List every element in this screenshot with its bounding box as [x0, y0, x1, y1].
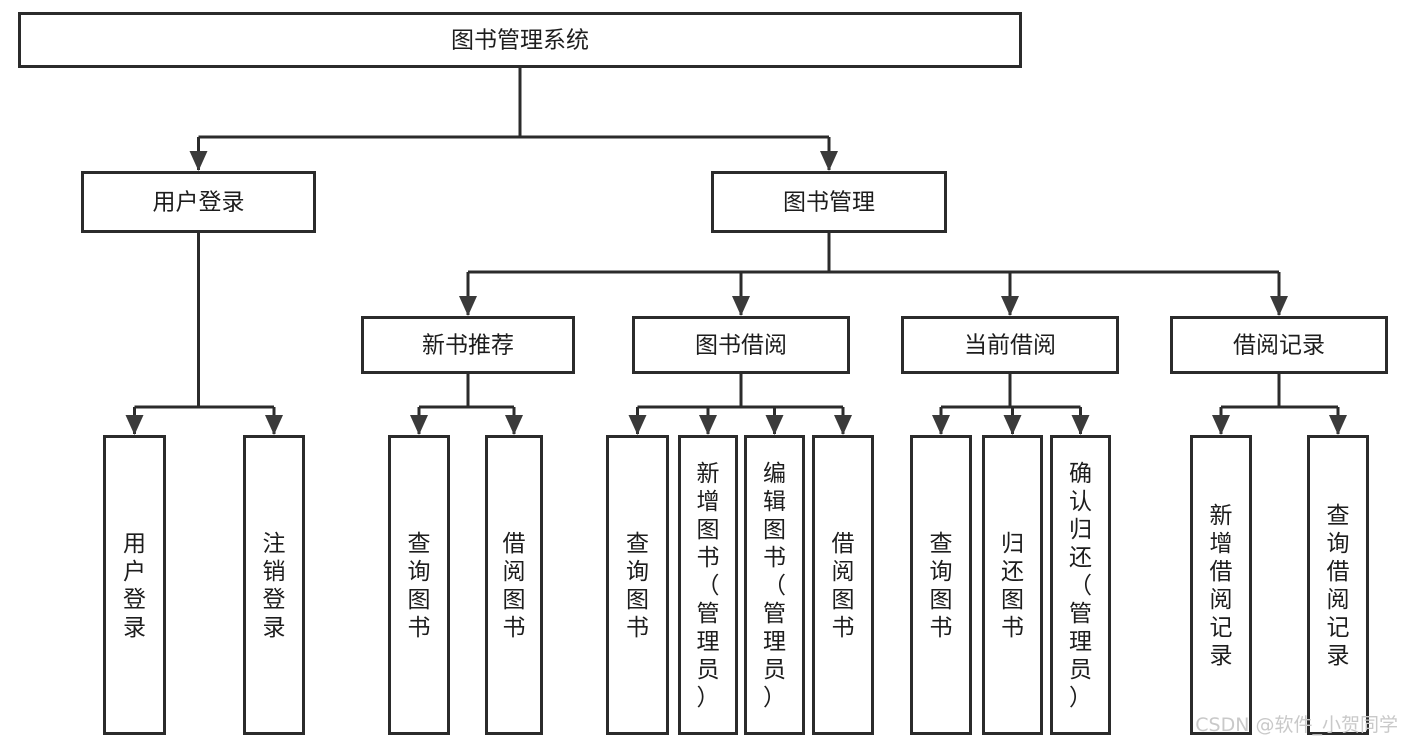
node-box[interactable] — [711, 171, 947, 233]
node-leaf-新增图书管理员[interactable]: 新增图书（管理员） — [678, 435, 738, 735]
node-box[interactable] — [103, 435, 166, 735]
arrow-head-icon — [265, 415, 283, 435]
node-label: 查询图书 — [408, 531, 431, 641]
node-label: 编辑图书（管理员） — [763, 461, 786, 711]
arrow-head-icon — [410, 415, 428, 435]
node-box[interactable] — [388, 435, 450, 735]
arrow-head-icon — [699, 415, 717, 435]
node-box[interactable] — [1190, 435, 1252, 735]
node-leaf-借阅图书[interactable]: 借阅图书 — [485, 435, 543, 735]
node-label: 用户登录 — [153, 190, 245, 216]
node-box[interactable] — [18, 12, 1022, 68]
node-leaf-查询借阅记录[interactable]: 查询借阅记录 — [1307, 435, 1369, 735]
node-leaf-新增借阅记录[interactable]: 新增借阅记录 — [1190, 435, 1252, 735]
arrow-head-icon — [932, 415, 950, 435]
node-l3-图书借阅[interactable]: 图书借阅 — [632, 316, 850, 374]
node-box[interactable] — [812, 435, 874, 735]
node-box[interactable] — [910, 435, 972, 735]
node-label: 图书管理系统 — [451, 28, 589, 54]
node-box[interactable] — [485, 435, 543, 735]
arrow-head-icon — [505, 415, 523, 435]
node-leaf-借阅图书[interactable]: 借阅图书 — [812, 435, 874, 735]
arrow-head-icon — [1003, 415, 1022, 435]
node-box[interactable] — [982, 435, 1043, 735]
node-label: 新增借阅记录 — [1210, 503, 1233, 669]
node-box[interactable] — [1050, 435, 1111, 735]
node-leaf-归还图书[interactable]: 归还图书 — [982, 435, 1043, 735]
node-label: 借阅记录 — [1233, 333, 1325, 359]
node-leaf-查询图书[interactable]: 查询图书 — [910, 435, 972, 735]
node-label: 查询借阅记录 — [1327, 503, 1350, 669]
arrow-head-icon — [1212, 415, 1230, 435]
node-label: 注销登录 — [263, 531, 286, 641]
node-root-图书管理系统[interactable]: 图书管理系统 — [18, 12, 1022, 68]
node-leaf-查询图书[interactable]: 查询图书 — [388, 435, 450, 735]
node-box[interactable] — [243, 435, 305, 735]
arrow-head-icon — [1329, 415, 1347, 435]
node-box[interactable] — [81, 171, 316, 233]
node-box[interactable] — [678, 435, 738, 735]
connector-layer — [125, 68, 1347, 435]
node-box[interactable] — [744, 435, 805, 735]
node-leaf-查询图书[interactable]: 查询图书 — [606, 435, 669, 735]
arrow-head-icon — [125, 415, 144, 435]
arrow-head-icon — [820, 151, 838, 171]
arrow-head-icon — [628, 415, 647, 435]
node-box[interactable] — [606, 435, 669, 735]
arrow-head-icon — [732, 296, 750, 316]
node-label: 图书借阅 — [695, 333, 787, 359]
node-box[interactable] — [901, 316, 1119, 374]
node-label: 新增图书（管理员） — [697, 461, 720, 711]
node-label: 借阅图书 — [832, 531, 855, 641]
arrow-head-icon — [1071, 415, 1090, 435]
node-l3-借阅记录[interactable]: 借阅记录 — [1170, 316, 1388, 374]
node-layer: 图书管理系统用户登录图书管理新书推荐图书借阅当前借阅借阅记录用户登录注销登录查询… — [18, 12, 1388, 735]
node-leaf-确认归还管理员[interactable]: 确认归还（管理员） — [1050, 435, 1111, 735]
node-box[interactable] — [361, 316, 575, 374]
node-l2-图书管理[interactable]: 图书管理 — [711, 171, 947, 233]
node-box[interactable] — [1170, 316, 1388, 374]
node-label: 用户登录 — [123, 531, 146, 641]
arrow-head-icon — [189, 151, 208, 171]
arrow-head-icon — [1270, 296, 1288, 316]
watermark-text: CSDN @软件_小贺同学 — [1195, 714, 1398, 736]
arrow-head-icon — [459, 296, 477, 316]
node-l2-用户登录[interactable]: 用户登录 — [81, 171, 316, 233]
node-label: 查询图书 — [626, 531, 649, 641]
node-box[interactable] — [632, 316, 850, 374]
node-leaf-编辑图书管理员[interactable]: 编辑图书（管理员） — [744, 435, 805, 735]
node-l3-新书推荐[interactable]: 新书推荐 — [361, 316, 575, 374]
node-label: 归还图书 — [1001, 531, 1024, 641]
node-label: 查询图书 — [930, 531, 953, 641]
node-leaf-注销登录[interactable]: 注销登录 — [243, 435, 305, 735]
node-leaf-用户登录[interactable]: 用户登录 — [103, 435, 166, 735]
node-label: 当前借阅 — [964, 333, 1056, 359]
node-label: 确认归还（管理员） — [1069, 461, 1092, 711]
node-label: 图书管理 — [783, 190, 875, 216]
arrow-head-icon — [1001, 296, 1019, 316]
node-l3-当前借阅[interactable]: 当前借阅 — [901, 316, 1119, 374]
arrow-head-icon — [834, 415, 852, 435]
node-label: 新书推荐 — [422, 333, 514, 359]
node-label: 借阅图书 — [503, 531, 526, 641]
node-box[interactable] — [1307, 435, 1369, 735]
arrow-head-icon — [765, 415, 784, 435]
